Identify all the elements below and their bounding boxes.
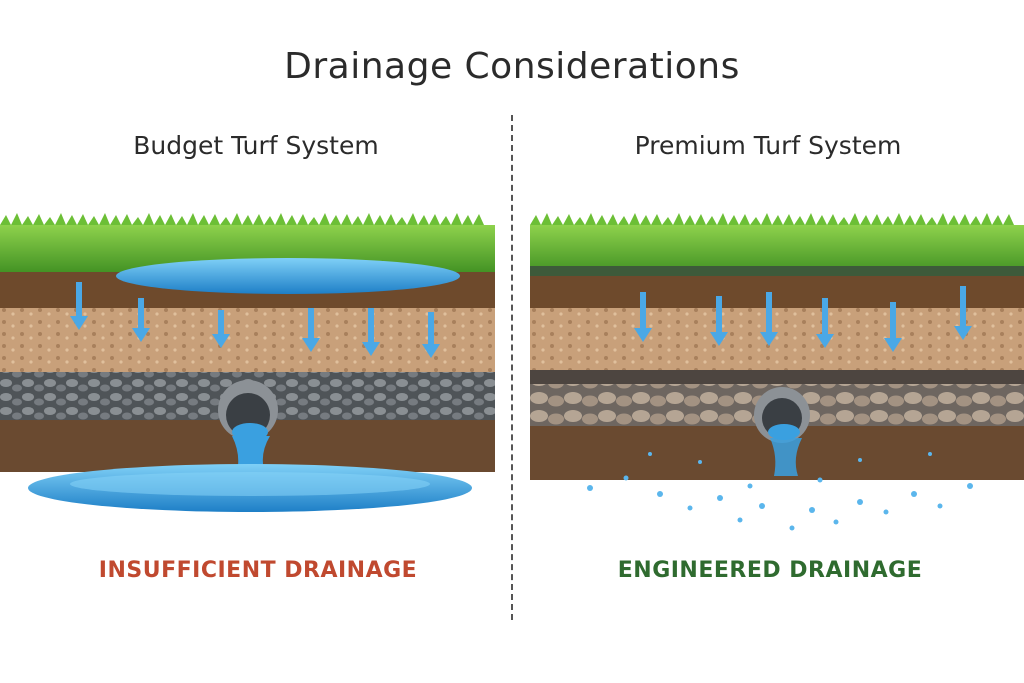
dispersed-water-droplets <box>587 452 973 531</box>
center-divider <box>511 115 513 620</box>
topsoil-layer <box>530 276 1024 310</box>
budget-cross-section <box>0 213 495 512</box>
sand-layer <box>530 308 1024 372</box>
insufficient-drainage-label: INSUFFICIENT DRAINAGE <box>98 558 418 583</box>
infiltration-arrows <box>634 286 972 352</box>
surface-puddle <box>116 258 460 294</box>
premium-system-heading: Premium Turf System <box>634 131 902 160</box>
premium-cross-section <box>530 213 1024 531</box>
infiltration-arrows <box>70 282 440 358</box>
budget-system-heading: Budget Turf System <box>133 131 379 160</box>
engineered-drainage-label: ENGINEERED DRAINAGE <box>617 558 923 583</box>
page-title: Drainage Considerations <box>284 46 740 87</box>
infill-layer <box>530 266 1024 278</box>
